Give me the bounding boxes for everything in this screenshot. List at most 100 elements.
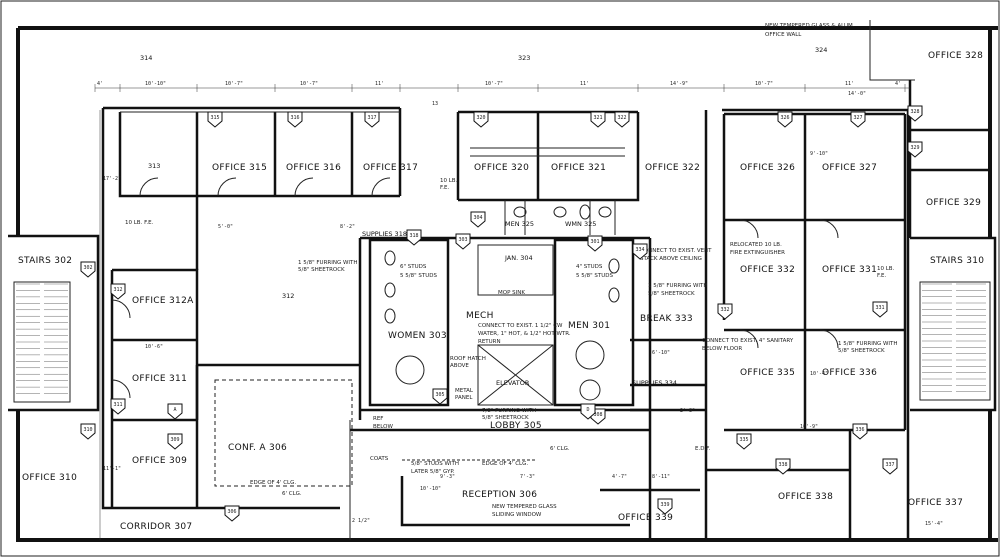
note-fe-left: 10 LB. F.E. [125, 220, 154, 226]
dim-misc-5: 15'-4" [925, 521, 943, 527]
section-tag: 336 [852, 423, 868, 440]
section-tag-shape [736, 433, 752, 450]
section-tag: 306 [224, 505, 240, 522]
room-corridor-307: CORRIDOR 307 [120, 522, 192, 532]
section-tag-shape [590, 111, 606, 128]
room-office-311: OFFICE 311 [132, 374, 187, 384]
section-tag-number: 334 [635, 247, 644, 253]
section-tag-shape [224, 505, 240, 522]
room-office-339: OFFICE 339 [618, 513, 673, 523]
dim-top-0: 4' [97, 81, 103, 87]
note-studs-later-1: 5/8" STUDS WITH [411, 461, 459, 467]
dim-misc-8: 8'-11" [652, 474, 670, 480]
section-tag: 303 [455, 233, 471, 250]
section-tag: 316 [287, 111, 303, 128]
dim-top-11: 4' [895, 81, 901, 87]
section-tag-number: 329 [910, 145, 919, 151]
dim-misc-15: 10'-4" [810, 371, 828, 377]
note-six-clg2: 6' CLG. [550, 446, 570, 452]
section-tag-number: 305 [435, 392, 444, 398]
section-tag-shape [775, 458, 791, 475]
section-tag: 329 [907, 141, 923, 158]
far-right-offices [908, 80, 990, 238]
dim-misc-13: 2'-8" [680, 408, 695, 414]
note-furring-left-1: 1 5/8" FURRING WITH [298, 260, 358, 266]
section-tag-number: 336 [855, 427, 864, 433]
dim-misc-2: 10'-6" [145, 344, 163, 350]
note-furring-right2-2: 5/8" SHEETROCK [838, 348, 885, 354]
door-swings [111, 177, 839, 399]
note-fe-top-2: F.E. [440, 185, 450, 191]
section-tag-shape [110, 283, 126, 300]
room-office-328: OFFICE 328 [928, 51, 983, 61]
section-tag-shape [882, 458, 898, 475]
section-tag: 334 [632, 243, 648, 260]
right-offices [722, 112, 907, 432]
section-tag: 331 [872, 301, 888, 318]
section-tag: 309 [167, 433, 183, 450]
dim-misc-11: 7'-3" [520, 474, 535, 480]
room-office-329: OFFICE 329 [926, 198, 981, 208]
top-left-offices [118, 108, 402, 198]
section-tag: 335 [736, 433, 752, 450]
section-tag: 337 [882, 458, 898, 475]
room-office-320: OFFICE 320 [474, 163, 529, 173]
note-mech-3: RETURN [478, 339, 501, 345]
dimension-lines [94, 84, 910, 540]
note-glass-1: NEW TEMPERED GLASS & ALUM. [765, 23, 855, 29]
dim-top-8: 14'-9" [670, 81, 688, 87]
section-tag-shape [207, 111, 223, 128]
room-office-326: OFFICE 326 [740, 163, 795, 173]
section-tag: A [167, 403, 183, 420]
note-relocated-fe-2: FIRE EXTINGUISHER [730, 250, 785, 256]
section-tag-shape [614, 111, 630, 128]
section-tag-number: 310 [83, 427, 92, 433]
section-tag-shape [850, 111, 866, 128]
section-tag-shape [364, 111, 380, 128]
note-studs-4-1: 4" STUDS [576, 264, 603, 270]
room-women-303: WOMEN 303 [388, 331, 447, 341]
section-tag-number: 308 [593, 412, 602, 418]
section-tag-shape [470, 211, 486, 228]
note-glass-window-1: NEW TEMPERED GLASS [492, 504, 557, 510]
section-tag: 301 [587, 235, 603, 252]
room-office-337: OFFICE 337 [908, 498, 963, 508]
room-office-317: OFFICE 317 [363, 163, 418, 173]
note-edge-clg2: EDGE OF 4' CLG. [482, 461, 528, 467]
section-tag: D [580, 403, 596, 420]
room-office-322: OFFICE 322 [645, 163, 700, 173]
note-studs-4-2: 5 5/8" STUDS [576, 273, 613, 279]
note-fe-right-2: F.E. [877, 273, 887, 279]
section-tag-shape [432, 388, 448, 405]
note-glass-2: OFFICE WALL [765, 32, 802, 38]
section-tag-number: A [173, 407, 176, 413]
room-office-310: OFFICE 310 [22, 473, 77, 483]
section-tag: 328 [907, 105, 923, 122]
room-men-301: MEN 301 [568, 321, 610, 331]
section-tag-number: 321 [593, 115, 602, 121]
section-tag: 322 [614, 111, 630, 128]
room-office-327: OFFICE 327 [822, 163, 877, 173]
note-metal-1: METAL [455, 388, 474, 394]
section-tag-shape [167, 403, 183, 420]
room-supplies-334: SUPPLIES 334 [632, 379, 677, 387]
note-furring-left-2: 5/8" SHEETROCK [298, 267, 345, 273]
section-tag-number: 315 [210, 115, 219, 121]
section-tag-shape [406, 229, 422, 246]
section-tag-number: 303 [458, 237, 467, 243]
room-stairs-310: STAIRS 310 [930, 256, 984, 266]
section-tag-number: 316 [290, 115, 299, 121]
room-office-331: OFFICE 331 [822, 265, 877, 275]
note-fe-right-1: 10 LB. [877, 266, 895, 272]
section-tag-number: 339 [660, 502, 669, 508]
dim-top-3: 10'-7" [300, 81, 318, 87]
dim-top-6: 10'-7" [485, 81, 503, 87]
dim-misc-7: 2 1/2" [352, 518, 370, 524]
section-tag-shape [907, 105, 923, 122]
note-furring-lobby-1: 7/8" FURRING WITH [482, 408, 536, 414]
room-office-332: OFFICE 332 [740, 265, 795, 275]
dim-misc-3: 8'-2" [340, 224, 355, 230]
note-ref-1: REF [373, 416, 383, 422]
